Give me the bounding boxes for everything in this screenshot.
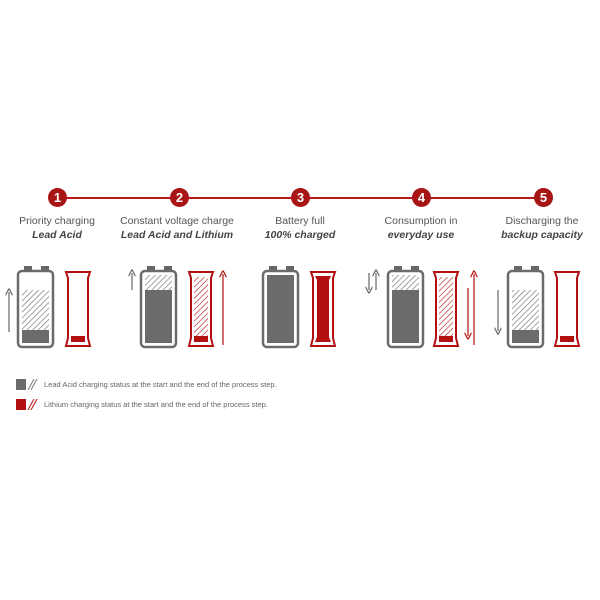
step-5-lithium-battery — [553, 271, 581, 347]
lithium-swatch-icon — [16, 399, 38, 410]
step-2-label: Constant voltage charge Lead Acid and Li… — [112, 214, 242, 242]
step-3-lead-acid-battery — [261, 266, 300, 349]
step-1-lithium-battery — [64, 271, 92, 347]
step-2-lithium-battery — [187, 271, 215, 347]
step-5-badge: 5 — [534, 188, 553, 207]
step-4-title: Consumption in — [384, 215, 458, 227]
step-1-badge: 1 — [48, 188, 67, 207]
step-5-label: Discharging the backup capacity — [477, 214, 600, 242]
legend-lithium: Lithium charging status at the start and… — [16, 399, 268, 410]
step-2-badge: 2 — [170, 188, 189, 207]
step-4-label: Consumption in everyday use — [356, 214, 486, 242]
step-4-lead-acid-battery — [386, 266, 425, 349]
step-2-title: Constant voltage charge — [120, 215, 234, 227]
step-3-label: Battery full 100% charged — [235, 214, 365, 242]
battery-diagram — [0, 266, 581, 349]
step-4-lithium-battery — [432, 271, 460, 347]
legend-lead-acid-label: Lead Acid charging status at the start a… — [44, 380, 277, 389]
step-3-lithium-battery — [309, 271, 337, 347]
lead-acid-swatch-icon — [16, 379, 38, 390]
step-5-lead-acid-battery — [506, 266, 545, 349]
step-4-badge: 4 — [412, 188, 431, 207]
step-1-title: Priority charging — [19, 215, 95, 227]
step-3-title: Battery full — [275, 215, 325, 227]
step-5-subtitle: backup capacity — [501, 229, 583, 241]
legend-lead-acid: Lead Acid charging status at the start a… — [16, 379, 277, 390]
step-3-badge: 3 — [291, 188, 310, 207]
step-2-subtitle: Lead Acid and Lithium — [120, 229, 234, 241]
legend-lithium-label: Lithium charging status at the start and… — [44, 400, 268, 409]
step-4-subtitle: everyday use — [387, 229, 455, 241]
step-1-subtitle: Lead Acid — [32, 229, 82, 241]
step-1-label: Priority charging Lead Acid — [0, 214, 122, 242]
step-3-subtitle: 100% charged — [264, 229, 336, 241]
step-1-lead-acid-battery — [16, 266, 55, 349]
step-5-title: Discharging the — [505, 215, 579, 227]
step-2-lead-acid-battery — [139, 266, 178, 349]
